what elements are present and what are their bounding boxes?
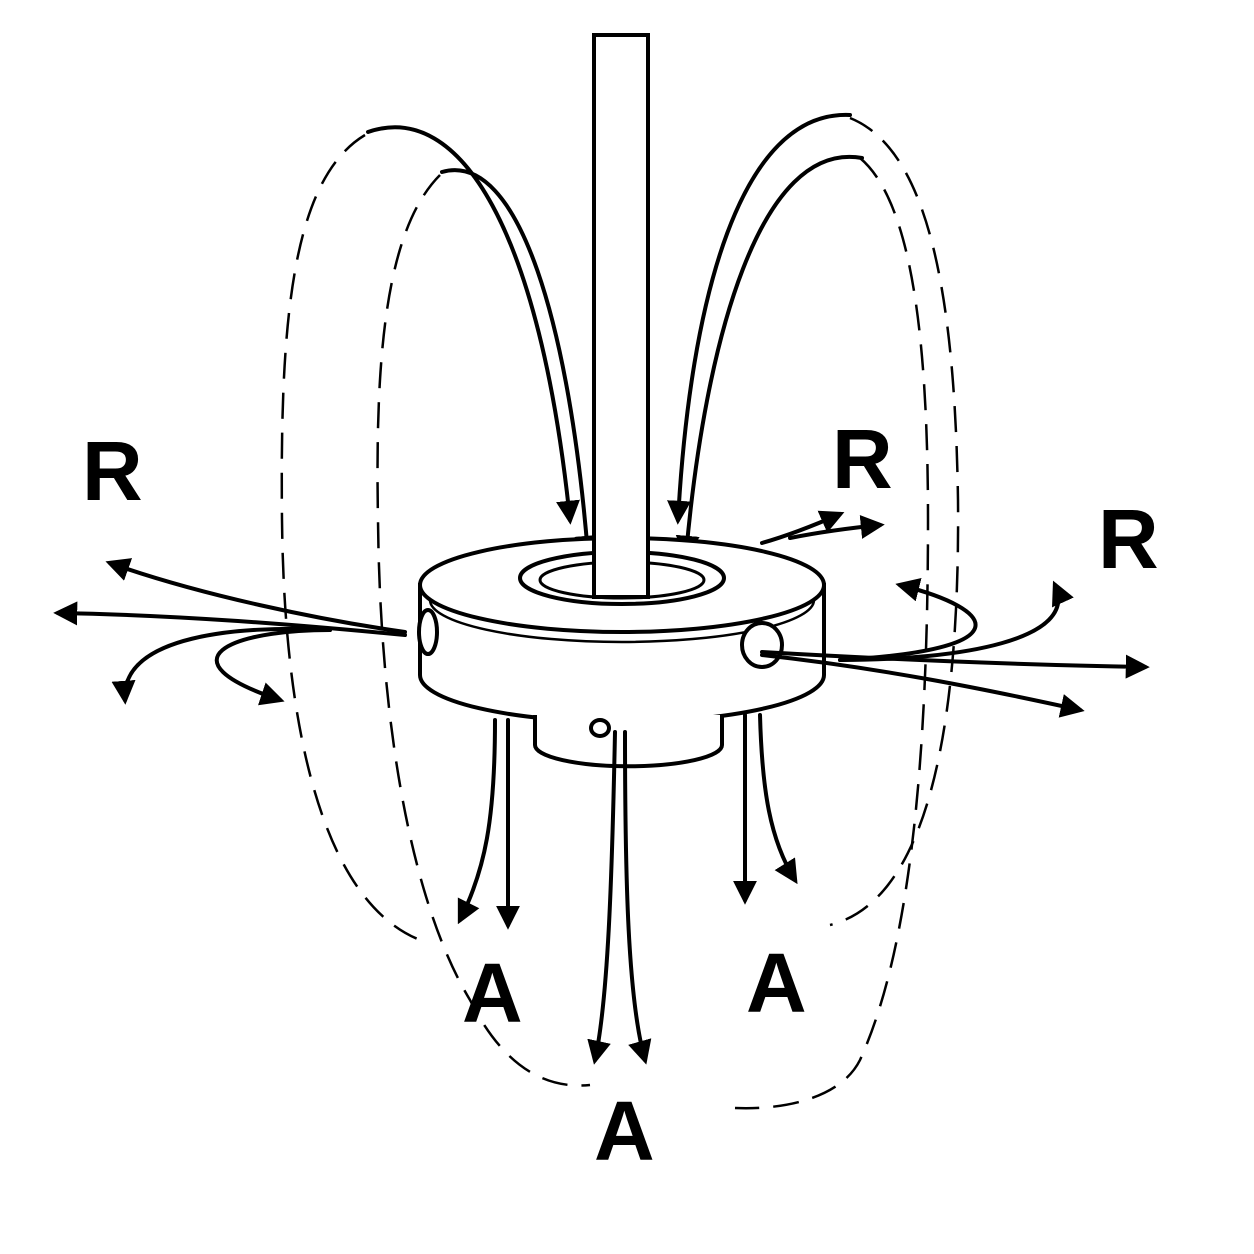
- axial-outflow-arrows: [457, 713, 798, 1065]
- label-a-center: A: [594, 1084, 655, 1178]
- radial-arrow-left-top: [105, 558, 407, 634]
- impeller-port-right-hole: [740, 621, 784, 669]
- label-r-right: R: [1098, 492, 1159, 586]
- inflow-arrow-left-inner: [440, 168, 599, 560]
- radial-arrow-right-down: [760, 653, 1085, 718]
- label-r-center: R: [832, 412, 893, 506]
- impeller-port-left-hole: [417, 608, 439, 656]
- radial-arrow-right-curl-back: [838, 578, 978, 662]
- axial-arrow-left-curve: [457, 718, 497, 925]
- shaft: [592, 33, 650, 599]
- radial-arrow-top-right-a: [760, 510, 845, 545]
- outer-left-loop: [280, 133, 421, 942]
- label-a-left: A: [462, 946, 523, 1040]
- axial-arrow-center-left: [587, 730, 617, 1065]
- impeller-bottom-slot: [589, 718, 611, 738]
- inflow-arrows: [366, 112, 864, 560]
- label-a-right: A: [746, 936, 807, 1030]
- outer-right-loop: [829, 116, 960, 927]
- radial-arrow-top-right-b: [788, 514, 885, 540]
- inflow-arrow-left-outer: [366, 125, 580, 525]
- inflow-arrow-right-outer: [667, 112, 852, 525]
- radial-arrow-right-straight: [760, 650, 1150, 679]
- radial-arrow-right-curl-up: [838, 580, 1074, 662]
- impeller-top-bevel: [428, 598, 816, 644]
- inner-left-loop: [376, 174, 591, 1087]
- inner-right-loop: [734, 157, 930, 1110]
- axial-arrow-center-right: [623, 730, 652, 1065]
- radial-arrow-left-curl-outer: [111, 626, 332, 705]
- label-r-left: R: [82, 424, 143, 518]
- radial-arrow-left-straight: [53, 601, 407, 637]
- inflow-arrow-right-inner: [675, 154, 864, 560]
- dashed-circulation-loops: [280, 116, 960, 1110]
- axial-arrow-right-curve: [758, 713, 798, 885]
- impeller-bottom-cup: [533, 715, 724, 769]
- radial-arrow-left-curl-inner: [214, 628, 332, 706]
- radial-outflow-arrows: [53, 510, 1150, 718]
